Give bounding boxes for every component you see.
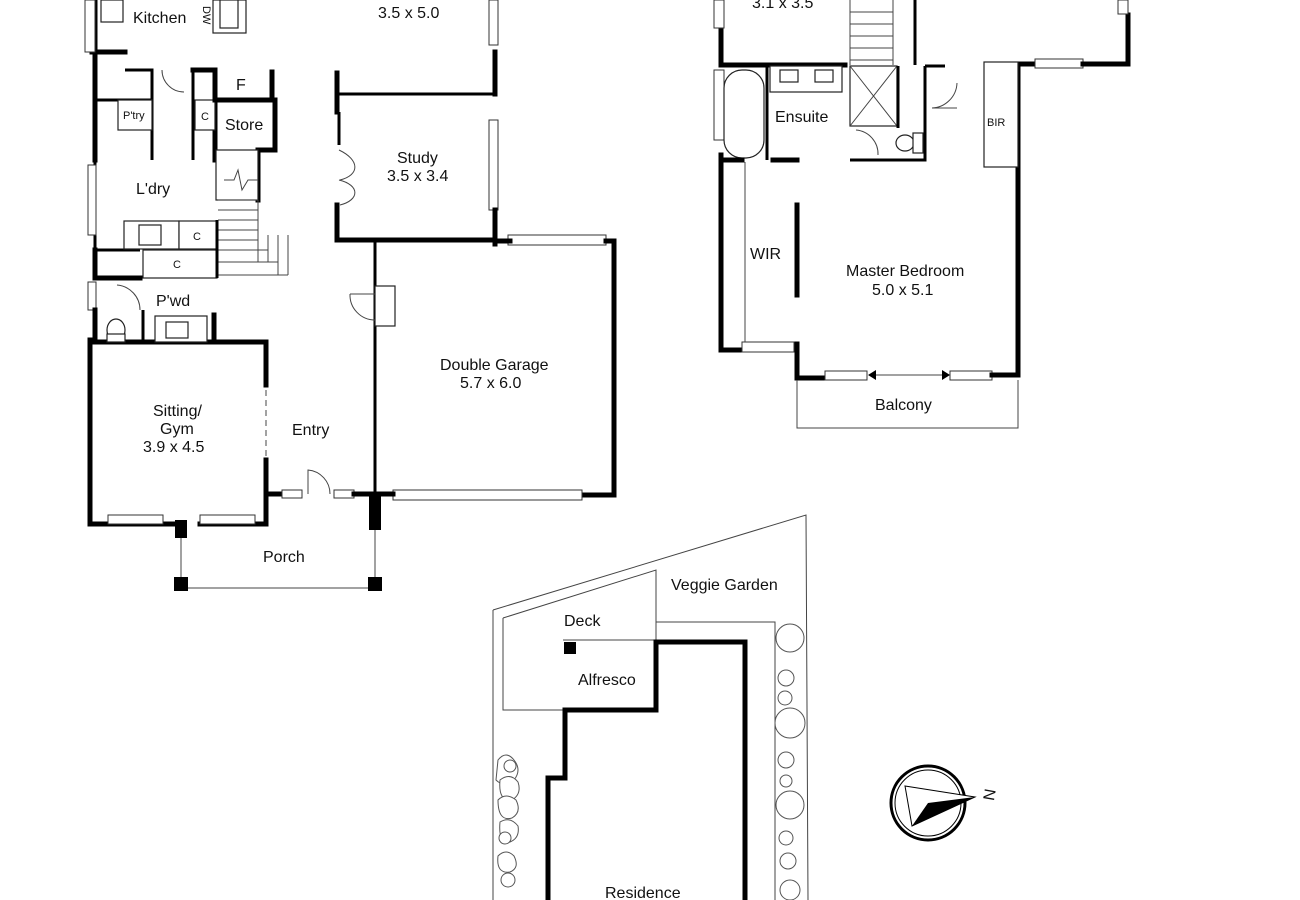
fridge-label: F xyxy=(236,77,246,94)
balcony-label: Balcony xyxy=(875,397,932,414)
residence-label: Residence xyxy=(605,885,681,900)
ensuite-label: Ensuite xyxy=(775,109,828,126)
store-label: Store xyxy=(225,117,263,134)
deck-label: Deck xyxy=(564,613,601,630)
bir-label: BIR xyxy=(987,117,1005,129)
cupboard-label: C xyxy=(201,111,209,123)
sitting-gym-label-2: Gym xyxy=(160,421,194,438)
cupboard-label-2: C xyxy=(193,231,201,243)
study-size: 3.5 x 3.4 xyxy=(387,168,448,185)
pantry-label: P'try xyxy=(123,110,145,122)
kitchen-label: Kitchen xyxy=(133,10,186,27)
alfresco-label: Alfresco xyxy=(578,672,636,689)
garage-label: Double Garage xyxy=(440,357,549,374)
veggie-garden-label: Veggie Garden xyxy=(671,577,778,594)
cupboard-label-3: C xyxy=(173,259,181,271)
first-top-room-size: 3.1 x 3.5 xyxy=(752,0,813,12)
north-arrow-icon xyxy=(889,764,977,842)
ground-floor-plan: DW xyxy=(84,0,617,591)
master-bedroom-label: Master Bedroom xyxy=(846,263,964,280)
study-label: Study xyxy=(397,150,438,167)
powder-label: P'wd xyxy=(156,293,190,310)
site-plan xyxy=(492,514,809,900)
porch-label: Porch xyxy=(263,549,305,566)
first-floor-plan xyxy=(713,0,1131,429)
wir-label: WIR xyxy=(750,246,781,263)
sitting-gym-label-1: Sitting/ xyxy=(153,403,202,420)
compass-n-label: N xyxy=(979,787,998,801)
laundry-label: L'dry xyxy=(136,181,170,198)
garage-size: 5.7 x 6.0 xyxy=(460,375,521,392)
master-bedroom-size: 5.0 x 5.1 xyxy=(872,282,933,299)
dw-label: DW xyxy=(200,6,212,25)
sitting-gym-size: 3.9 x 4.5 xyxy=(143,439,204,456)
entry-label: Entry xyxy=(292,422,329,439)
top-room-size: 3.5 x 5.0 xyxy=(378,5,439,22)
